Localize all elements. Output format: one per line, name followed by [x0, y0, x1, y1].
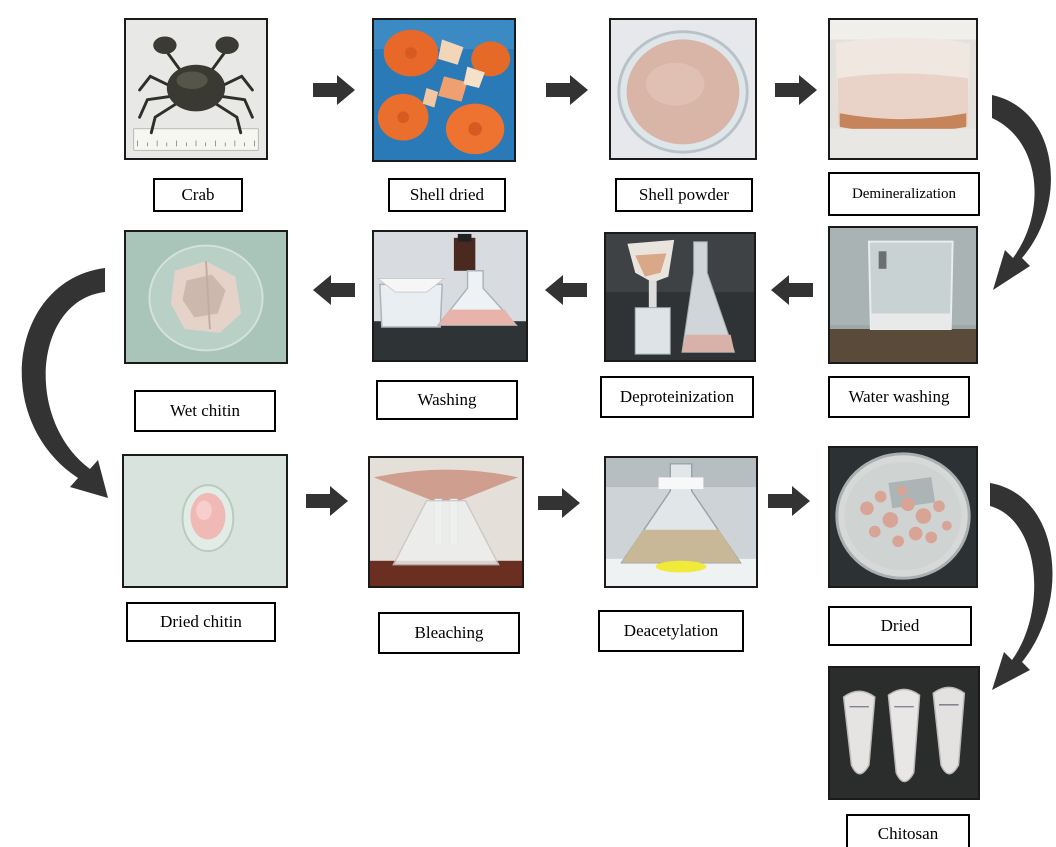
arrow-bleaching-to-deacetylation	[538, 488, 580, 518]
arrow-wet-chitin-to-dried-chitin	[22, 268, 108, 498]
arrow-shell-dried-to-shell-powder	[546, 75, 588, 105]
arrow-demineralization-to-water-washing	[992, 95, 1051, 290]
arrow-dried-to-chitosan	[990, 483, 1053, 690]
arrow-crab-to-shell-dried	[313, 75, 355, 105]
arrow-deproteinization-to-washing	[545, 275, 587, 305]
arrow-water-washing-to-deproteinization	[771, 275, 813, 305]
arrow-washing-to-wet-chitin	[313, 275, 355, 305]
arrow-shell-powder-to-demineralization	[775, 75, 817, 105]
arrow-dried-chitin-to-bleaching	[306, 486, 348, 516]
arrow-deacetylation-to-dried	[768, 486, 810, 516]
